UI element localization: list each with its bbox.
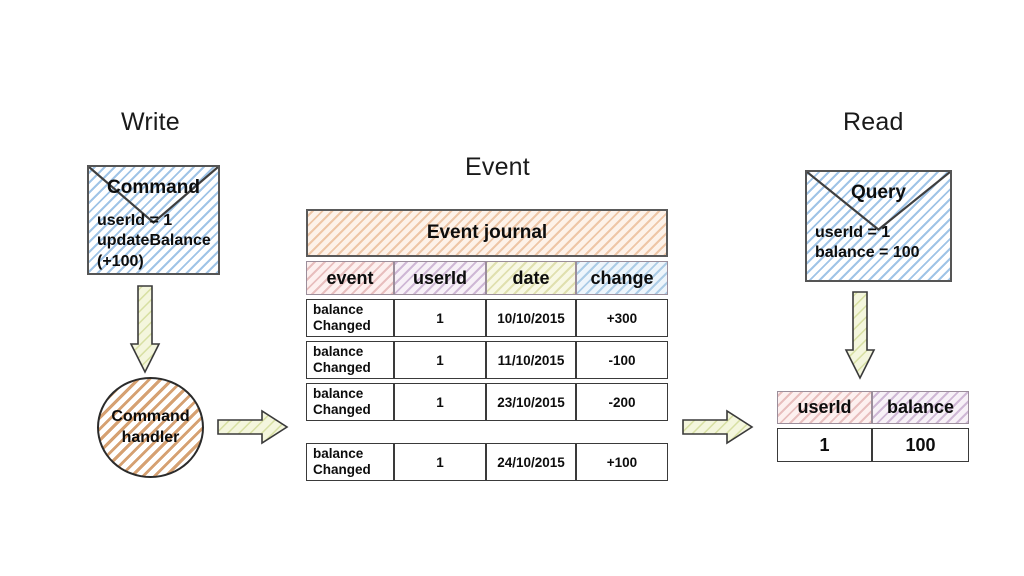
cell-event: balance Changed (306, 383, 394, 421)
arrow-handler-to-journal (217, 408, 289, 446)
command-handler-label: Command handler (111, 407, 190, 446)
cell-change: -200 (576, 383, 668, 421)
cell-userid: 1 (777, 428, 872, 462)
cell-balance: 100 (872, 428, 969, 462)
query-envelope-body: userId = 1 balance = 100 (815, 224, 920, 262)
cell-event: balance Changed (306, 341, 394, 379)
section-title-event: Event (465, 153, 530, 181)
command-envelope-body: userId = 1 updateBalance (+100) (97, 212, 211, 270)
read-model-table: userId balance 1 100 (777, 391, 969, 462)
column-header-date: date (486, 261, 576, 295)
event-journal-table: Event journal event userId date change b… (306, 209, 668, 481)
section-title-write: Write (121, 108, 180, 136)
table-row[interactable]: balance Changed 1 10/10/2015 +300 (306, 299, 668, 337)
cell-event: balance Changed (306, 443, 394, 481)
command-handler-node[interactable]: Command handler (97, 377, 204, 478)
event-journal-banner: Event journal (306, 209, 668, 257)
cell-date: 24/10/2015 (486, 443, 576, 481)
command-envelope-title: Command (107, 177, 200, 198)
column-header-change: change (576, 261, 668, 295)
cell-userid: 1 (394, 299, 486, 337)
table-row[interactable]: 1 100 (777, 428, 969, 462)
cell-userid: 1 (394, 443, 486, 481)
cell-date: 11/10/2015 (486, 341, 576, 379)
read-model-column-headers: userId balance (777, 391, 969, 424)
column-header-balance: balance (872, 391, 969, 424)
table-row[interactable]: balance Changed 1 11/10/2015 -100 (306, 341, 668, 379)
query-envelope[interactable]: Query userId = 1 balance = 100 (805, 170, 952, 282)
table-row[interactable]: balance Changed 1 23/10/2015 -200 (306, 383, 668, 421)
cell-event: balance Changed (306, 299, 394, 337)
column-header-event: event (306, 261, 394, 295)
section-title-read: Read (843, 108, 904, 136)
arrow-query-to-readmodel (844, 291, 876, 380)
column-header-userid: userId (394, 261, 486, 295)
cell-change: -100 (576, 341, 668, 379)
cell-userid: 1 (394, 383, 486, 421)
table-row[interactable]: balance Changed 1 24/10/2015 +100 (306, 443, 668, 481)
event-journal-column-headers: event userId date change (306, 261, 668, 295)
command-envelope[interactable]: Command userId = 1 updateBalance (+100) (87, 165, 220, 275)
cell-change: +300 (576, 299, 668, 337)
cell-change: +100 (576, 443, 668, 481)
arrow-journal-to-readmodel (682, 408, 754, 446)
query-envelope-title: Query (851, 182, 906, 203)
cell-date: 23/10/2015 (486, 383, 576, 421)
arrow-command-to-handler (129, 285, 161, 374)
cell-userid: 1 (394, 341, 486, 379)
cell-date: 10/10/2015 (486, 299, 576, 337)
column-header-userid: userId (777, 391, 872, 424)
